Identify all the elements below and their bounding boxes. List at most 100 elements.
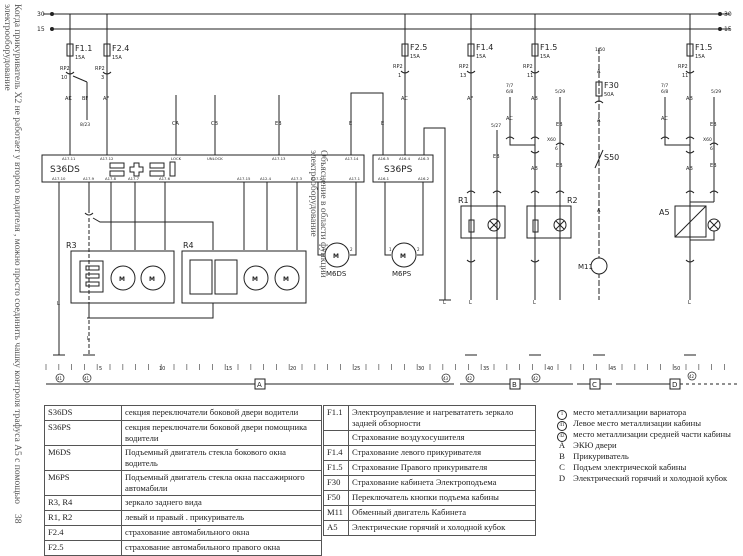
wire-label: AC xyxy=(661,116,668,122)
fuse-label: F30 xyxy=(604,81,619,90)
connector-label: X60 xyxy=(547,137,556,143)
ground-marker: 43 xyxy=(443,376,449,381)
legend-desc: секция переключатели боковой двери помощ… xyxy=(121,420,322,446)
ref-label: 7/7 xyxy=(506,83,513,89)
mirror-r3 xyxy=(70,250,175,304)
section-label: D xyxy=(672,381,677,389)
pin-label: A16.4 xyxy=(399,156,411,161)
motor-m6ps xyxy=(391,242,417,268)
legend-code: F2.5 xyxy=(44,540,122,556)
pin-label: LOCK xyxy=(171,156,182,161)
wire-label: EB xyxy=(556,163,563,169)
wire-label: L xyxy=(87,336,90,342)
legend-key-row: C Подъем электрической кабины xyxy=(553,462,731,473)
ruler-tick-label: 5 xyxy=(99,366,102,372)
wire-label: E xyxy=(349,121,352,127)
ref-label: 8/23 xyxy=(80,122,90,128)
wire-label: AC xyxy=(401,96,408,102)
legend-code: F1.4 xyxy=(323,445,349,461)
margin-note-2: электрооборудование xyxy=(2,4,12,91)
wire-label: CA xyxy=(172,121,179,127)
relay-pin: 10 xyxy=(61,75,67,81)
mirror-r3-label: R3 xyxy=(66,241,77,250)
legend-key-row: 41 Левое место металлизации кабины xyxy=(553,418,731,431)
legend-code: S36DS xyxy=(44,405,122,421)
legend-key-desc: Прикуриватель xyxy=(571,451,629,461)
legend-desc: Электроуправление и нагревататеть зеркал… xyxy=(348,405,536,431)
ground-symbol-icon: 1 xyxy=(553,407,571,420)
legend-desc: страхование автомабильного правого окна xyxy=(121,540,322,556)
fuse-label: F1.1 xyxy=(75,44,92,53)
legend-key-row: 1 место металлизации вариатора xyxy=(553,407,731,420)
legend-code: A5 xyxy=(323,520,349,536)
section-key: C xyxy=(559,462,565,472)
wire-label: AB xyxy=(686,166,693,172)
fuse-label: F1.4 xyxy=(476,43,493,52)
connector-label: X60 xyxy=(703,137,712,143)
relay-label: RP2 xyxy=(393,64,403,70)
legend-desc: Страхование Правого прикуривателя xyxy=(348,460,536,476)
legend-desc: Страхование кабинета Электроподъема xyxy=(348,475,536,491)
section-key: A xyxy=(558,440,566,450)
module-s36ds-label: S36DS xyxy=(50,165,80,175)
wire-label: AB xyxy=(686,96,693,102)
legend-code: F30 xyxy=(323,475,349,491)
switch-s50-label: S50 xyxy=(604,153,619,162)
ground-symbol-icon: 42 xyxy=(553,429,571,442)
legend-key-row: A ЭКЮ двери xyxy=(553,440,731,451)
legend-code: F2.4 xyxy=(44,525,122,541)
module-s36ds xyxy=(41,154,365,183)
motor-glyph: M xyxy=(119,276,125,283)
mirror-r4-label: R4 xyxy=(183,241,194,250)
legend-code: R1, R2 xyxy=(44,510,122,526)
pin-label: A17.1 xyxy=(349,176,361,181)
fuse-rating: 15A xyxy=(410,54,420,60)
legend-code xyxy=(323,430,349,446)
relay-pin: 11 xyxy=(527,73,533,79)
ground-marker: 42 xyxy=(533,376,539,381)
center-note-2: электрооборудование xyxy=(308,150,318,237)
wire-label: A xyxy=(597,69,601,75)
pin-label: A16.5 xyxy=(378,156,390,161)
motor-glyph: M xyxy=(252,276,258,283)
legend-code: S36PS xyxy=(44,420,122,446)
pin-label: A17.2 xyxy=(311,176,323,181)
fuse-rating: 15A xyxy=(476,54,486,60)
ruler-tick-label: 45 xyxy=(610,366,616,372)
section-label: C xyxy=(592,381,597,389)
ground-marker: 42 xyxy=(689,374,695,379)
motor-glyph: M xyxy=(333,253,339,260)
wire-label: AB xyxy=(531,96,538,102)
legend-code: F1.5 xyxy=(323,460,349,476)
fuse-label: F2.4 xyxy=(112,44,129,53)
page-number: 38 xyxy=(12,514,22,524)
ruler-tick-label: 10 xyxy=(159,366,165,372)
lighter-r1-label: R1 xyxy=(458,196,469,205)
ground-marker: 41 xyxy=(84,376,90,381)
legend-code: M6PS xyxy=(44,470,122,496)
ruler-tick-label: 30 xyxy=(418,366,424,372)
wire-label: AB xyxy=(531,166,538,172)
lighter-r1 xyxy=(460,205,506,239)
fuse-rating: 15A xyxy=(75,55,85,61)
legend-key-desc: Электрический горячий и холодной кубок xyxy=(571,473,728,483)
relay-pin: 11 xyxy=(682,73,688,79)
legend-code: F1.1 xyxy=(323,405,349,431)
legend-key-desc: ЭКЮ двери xyxy=(571,440,617,450)
legend-desc: Подъемный двигатель стекла бокового окна… xyxy=(121,445,322,471)
rail-15-label: 15 xyxy=(37,26,45,33)
pin-label: 1 xyxy=(322,247,325,252)
pin-label: 2 xyxy=(417,247,420,252)
wire-label: E xyxy=(381,121,384,127)
pin-label: A17.3 xyxy=(291,176,303,181)
